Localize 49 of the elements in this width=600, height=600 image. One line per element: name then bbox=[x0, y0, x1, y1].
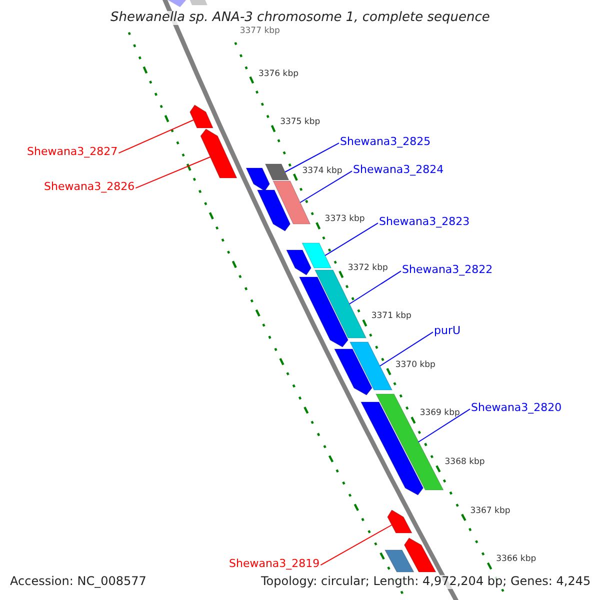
gene-feature bbox=[350, 342, 392, 390]
scale-label: 3373 kbp bbox=[324, 215, 365, 225]
accession-label: Accession: NC_008577 bbox=[10, 575, 146, 589]
scale-label: 3366 kbp bbox=[496, 555, 536, 565]
leader-line bbox=[284, 142, 340, 172]
gene-label: Shewana3_2823 bbox=[379, 216, 470, 228]
gene-feature bbox=[264, 164, 290, 180]
gene-label: Shewana3_2824 bbox=[353, 164, 444, 176]
gene-feature bbox=[286, 250, 312, 276]
title: Shewanella sp. ANA-3 chromosome 1, complete sequence bbox=[110, 10, 490, 26]
gene-feature bbox=[272, 180, 311, 224]
leader-line bbox=[135, 156, 211, 189]
leader-line bbox=[300, 170, 352, 203]
gene-feature bbox=[334, 348, 372, 396]
leader-line bbox=[379, 332, 434, 366]
leader-line bbox=[320, 524, 392, 566]
gene-feature bbox=[200, 128, 238, 178]
gene-label: Shewana3_2827 bbox=[27, 146, 118, 158]
gene-feature bbox=[302, 242, 332, 268]
scale-label: 3370 kbp bbox=[395, 360, 436, 371]
scale-label: 3368 kbp bbox=[444, 458, 485, 468]
gene-label: Shewana3_2819 bbox=[229, 558, 320, 570]
leader-line bbox=[118, 120, 194, 154]
scale-label: 3369 kbp bbox=[420, 409, 460, 420]
gene-label: Shewana3_2820 bbox=[471, 402, 562, 414]
gene-feature bbox=[404, 538, 436, 572]
gene-feature bbox=[314, 270, 367, 338]
gene-label: Shewana3_2822 bbox=[402, 264, 493, 276]
scale-label: 3377 kbp bbox=[240, 27, 280, 37]
gene-label: Shewana3_2826 bbox=[44, 180, 135, 194]
gene-feature bbox=[246, 168, 270, 192]
scale-label: 3367 kbp bbox=[470, 506, 510, 516]
gene-feature bbox=[190, 104, 214, 128]
leader-line bbox=[418, 408, 470, 442]
sequence-info: Topology: circular; Length: 4,972,204 bp; Genes: 4,245 bbox=[261, 575, 591, 589]
gene-feature bbox=[376, 394, 444, 490]
scale-label: 3376 kbp bbox=[258, 70, 298, 80]
leader-line bbox=[324, 222, 378, 256]
gene-label: purU bbox=[434, 324, 461, 338]
scale-label: 3374 kbp bbox=[302, 166, 342, 176]
gene-feature bbox=[387, 510, 412, 534]
scale-label: 3375 kbp bbox=[280, 118, 320, 128]
gene-feature bbox=[256, 190, 291, 232]
gene-label: Shewana3_2825 bbox=[340, 136, 431, 148]
scale-label: 3371 kbp bbox=[371, 312, 412, 322]
leader-line bbox=[348, 270, 402, 304]
scale-label: 3372 kbp bbox=[348, 264, 388, 274]
gene-feature bbox=[298, 276, 348, 348]
gene-feature bbox=[384, 550, 414, 572]
